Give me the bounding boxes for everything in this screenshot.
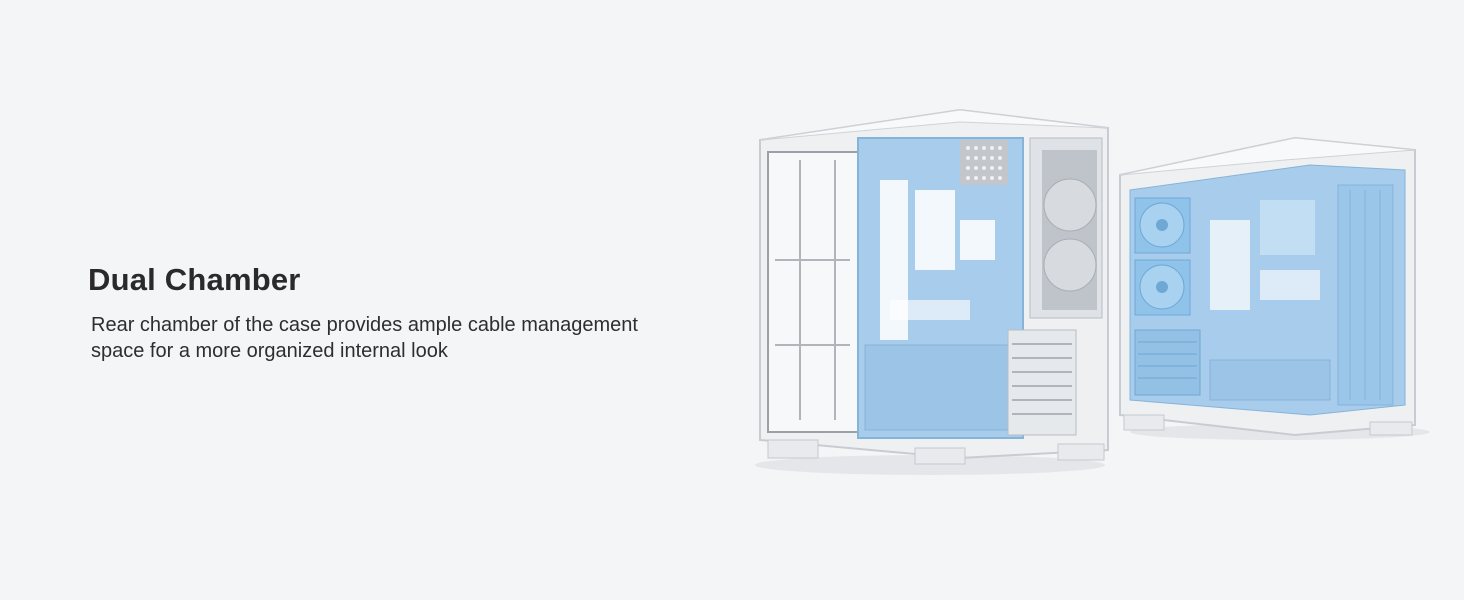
feature-title: Dual Chamber — [88, 262, 301, 297]
feature-description: Rear chamber of the case provides ample … — [91, 314, 638, 362]
feature-text-block: Dual Chamber Rear chamber of the case pr… — [88, 262, 688, 364]
case-rear-view-image — [755, 108, 1109, 475]
case-front-view-image — [1119, 136, 1430, 440]
